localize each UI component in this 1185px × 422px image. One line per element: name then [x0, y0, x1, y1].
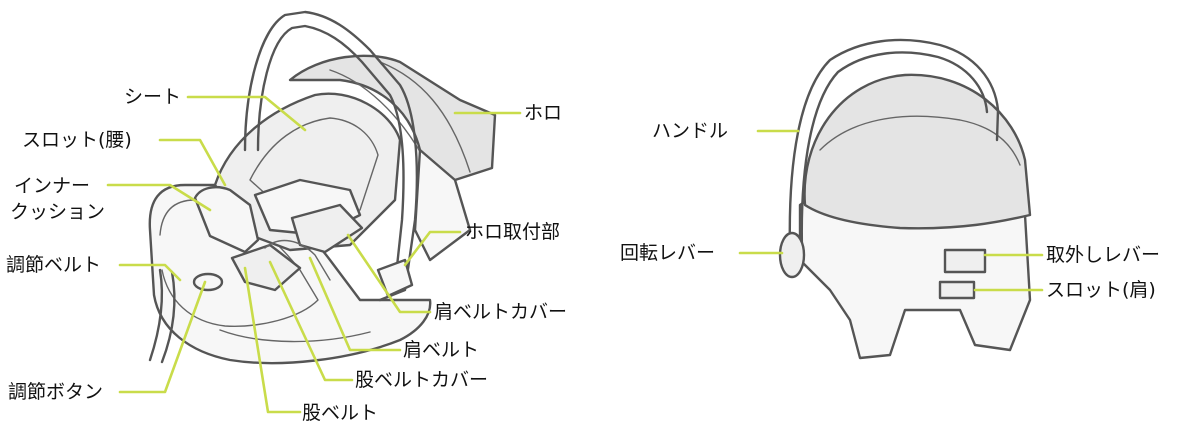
leader-lines — [106, 95, 1044, 414]
leader-canopy-mount — [403, 230, 462, 267]
canopy-rib-2 — [379, 61, 471, 173]
label-release-lever: 取外しレバー — [1046, 244, 1160, 266]
base-bottom-line — [219, 329, 371, 343]
label-inner-cushion-line2: クッション — [10, 201, 105, 223]
seat-back-inner — [249, 117, 379, 226]
base-inner-line — [159, 199, 319, 327]
leader-slot-waist — [158, 138, 227, 187]
leader-adjust-button — [118, 280, 207, 394]
shoulder-slot-shape — [938, 280, 976, 300]
shoulder-belt-cover-shape — [290, 203, 364, 254]
shoulder-belt-strap — [264, 239, 331, 281]
leader-inner-cushion — [106, 183, 212, 212]
label-canopy: ホロ — [524, 102, 562, 124]
back-canopy-dome — [803, 73, 1032, 230]
labels: シート スロット(腰) インナー クッション 調節ベルト 調節ボタン 股ベルト … — [6, 86, 1160, 422]
handle-arm-inner — [256, 24, 405, 287]
label-inner-cushion-line1: インナー — [14, 175, 90, 197]
label-slot-waist: スロット(腰) — [22, 129, 132, 151]
front-view-illustration — [148, 10, 497, 365]
label-adjust-button: 調節ボタン — [8, 381, 103, 403]
label-crotch-belt-cover: 股ベルトカバー — [355, 369, 488, 391]
leader-seat — [186, 95, 307, 132]
adjust-button-shape — [192, 272, 224, 292]
canopy-mount-clip — [376, 258, 414, 298]
handle-arm — [243, 10, 419, 302]
leader-crotch-belt-cover — [268, 260, 354, 382]
inner-cushion-pad — [193, 186, 260, 254]
adjust-belt-strap — [148, 268, 176, 364]
leader-shoulder-belt — [308, 256, 402, 352]
back-canopy-rib — [819, 115, 1021, 166]
leader-adjust-belt — [118, 263, 182, 282]
release-lever-shape — [943, 248, 987, 274]
rotation-lever-shape — [778, 231, 806, 279]
leader-shoulder-belt-cover — [346, 233, 432, 314]
label-handle: ハンドル — [652, 120, 728, 142]
back-handle — [788, 38, 1000, 252]
back-handle-inner — [800, 51, 989, 252]
back-view-illustration — [778, 38, 1032, 360]
label-seat: シート — [124, 86, 181, 108]
label-slot-shoulder: スロット(肩) — [1046, 279, 1156, 301]
label-crotch-belt: 股ベルト — [302, 402, 378, 422]
crotch-belt-cover-shape — [230, 243, 302, 292]
leader-crotch-belt — [243, 266, 302, 414]
label-adjust-belt: 調節ベルト — [6, 254, 101, 276]
label-shoulder-belt-cover: 肩ベルトカバー — [434, 301, 567, 323]
canopy-shape — [288, 54, 497, 202]
label-rotation-lever: 回転レバー — [620, 242, 715, 264]
label-shoulder-belt: 肩ベルト — [403, 339, 479, 361]
label-canopy-mount: ホロ取付部 — [465, 221, 560, 243]
